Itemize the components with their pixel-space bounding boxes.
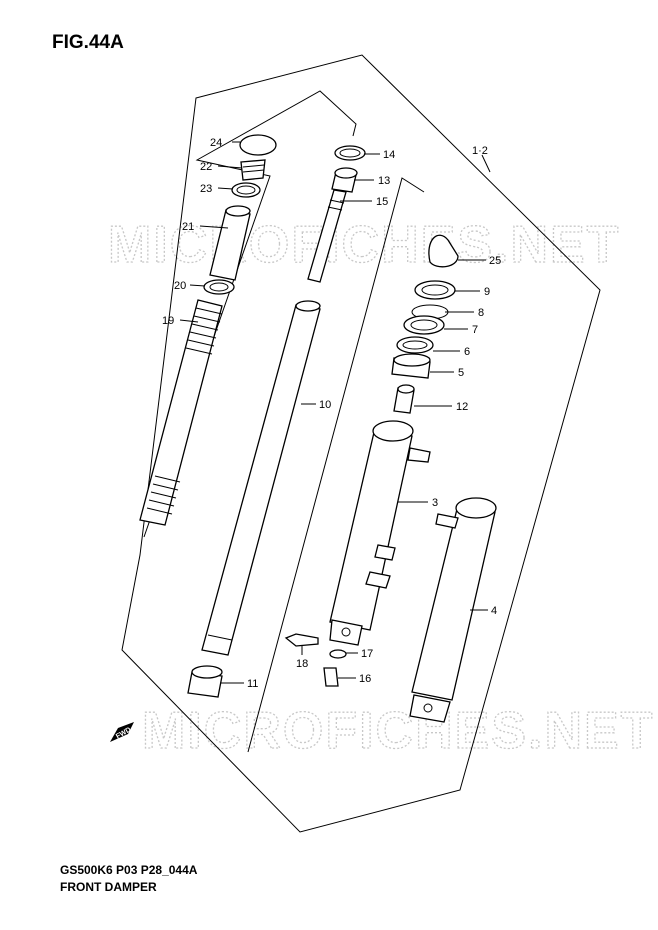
callout-19: 19 bbox=[162, 315, 174, 327]
part-16-bolt bbox=[323, 667, 339, 687]
part-25-dust-seal bbox=[428, 234, 459, 268]
callout-20: 20 bbox=[174, 280, 186, 292]
part-9-ring bbox=[414, 280, 456, 300]
inner-outline-left bbox=[143, 90, 357, 538]
leader-lines bbox=[179, 141, 491, 684]
callout-21: 21 bbox=[182, 221, 194, 233]
callout-14: 14 bbox=[383, 149, 395, 161]
callout-23: 23 bbox=[200, 183, 212, 195]
assembly-outline bbox=[121, 54, 601, 833]
callout-8: 8 bbox=[478, 307, 484, 319]
callout-13: 13 bbox=[378, 175, 390, 187]
callout-12: 12 bbox=[456, 401, 468, 413]
callout-22: 22 bbox=[200, 161, 212, 173]
callout-10: 10 bbox=[319, 399, 331, 411]
diagram-code: GS500K6 P03 P28_044A bbox=[60, 863, 198, 877]
callout-16: 16 bbox=[359, 673, 371, 685]
callout-4: 4 bbox=[491, 605, 497, 617]
figure-title: FIG.44A bbox=[52, 32, 124, 53]
part-4-outer-tube bbox=[409, 497, 497, 723]
part-10-inner-tube bbox=[201, 304, 321, 656]
part-24-cap bbox=[239, 134, 277, 156]
part-7-oil-seal bbox=[403, 315, 445, 335]
callout-7: 7 bbox=[472, 324, 478, 336]
callout-17: 17 bbox=[361, 648, 373, 660]
fwd-label: FWD bbox=[115, 726, 132, 740]
callout-25: 25 bbox=[489, 255, 501, 267]
callout-24: 24 bbox=[210, 137, 222, 149]
callout-3: 3 bbox=[432, 497, 438, 509]
part-6-washer bbox=[396, 336, 434, 354]
part-23-oring bbox=[231, 182, 261, 198]
part-18-bolt bbox=[284, 633, 319, 647]
callout-6: 6 bbox=[464, 346, 470, 358]
part-20-washer bbox=[203, 279, 235, 295]
part-15-damper-rod bbox=[307, 189, 347, 283]
fwd-arrow-icon: FWD bbox=[110, 722, 134, 742]
callout-11: 11 bbox=[247, 678, 258, 690]
watermark-bottom: MICROFICHES.NET bbox=[142, 702, 654, 760]
part-19-spring bbox=[139, 299, 223, 526]
callout-18: 18 bbox=[296, 658, 308, 670]
callout-5: 5 bbox=[458, 367, 464, 379]
part-3-outer-tube bbox=[329, 420, 431, 646]
inner-outline-middle bbox=[247, 177, 425, 753]
diagram-name: FRONT DAMPER bbox=[60, 880, 157, 894]
part-14-ring bbox=[334, 145, 366, 161]
callout-15: 15 bbox=[376, 196, 388, 208]
part-17-washer bbox=[329, 649, 347, 659]
callout-assembly: 1·2 bbox=[472, 145, 488, 157]
callout-9: 9 bbox=[484, 286, 490, 298]
